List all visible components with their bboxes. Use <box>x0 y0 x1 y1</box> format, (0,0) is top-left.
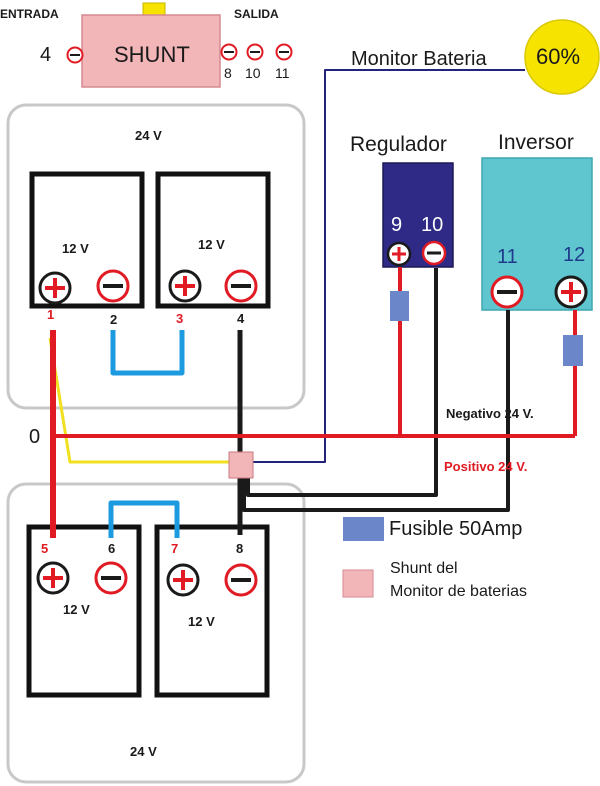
bridge-wire-top <box>110 330 185 376</box>
wiring <box>48 69 577 538</box>
monitor-label: Monitor Bateria <box>351 48 487 70</box>
negative-wire-inversor <box>242 310 510 512</box>
shunt-body <box>81 14 221 88</box>
battery-4-neg-number: 8 <box>236 541 244 556</box>
battery-2-pos-number: 3 <box>176 311 184 326</box>
shunt-title: SHUNT <box>114 42 190 67</box>
monitor-display <box>524 19 600 95</box>
shunt-entrada-label: ENTRADA <box>0 7 59 21</box>
shunt-output-terminal-8-number: 8 <box>224 65 232 81</box>
battery-1-pos-number: 1 <box>47 307 55 322</box>
fuse-inversor <box>563 335 583 366</box>
shunt-output-terminal-10-number: 10 <box>245 65 261 81</box>
inversor-terminal-12-number: 12 <box>563 244 586 266</box>
battery-1-positive-terminal-icon <box>38 271 72 305</box>
battery-3-positive-terminal-icon <box>36 561 70 595</box>
battery-3-body <box>26 524 142 698</box>
inversor-terminal-11-number: 11 <box>497 246 518 268</box>
fuse-regulador <box>390 291 409 321</box>
shunt-input-terminal-icon <box>66 46 84 64</box>
battery-1-voltage: 12 V <box>62 241 89 256</box>
shunt-input-terminal-number: 4 <box>40 44 52 66</box>
legend-shunt-label-line2: Monitor de baterias <box>390 583 527 600</box>
battery-3-negative-terminal-icon <box>94 561 128 595</box>
shunt-salida-label: SALIDA <box>234 7 279 21</box>
inversor-label: Inversor <box>498 131 574 154</box>
monitor-percent: 60% <box>536 44 581 69</box>
legend-fuse-swatch <box>343 517 384 541</box>
bank-top-voltage: 24 V <box>135 128 162 143</box>
battery-3-neg-number: 6 <box>108 541 116 556</box>
battery-monitor-shunt <box>228 451 254 479</box>
shunt-output-terminal-10-icon <box>246 43 264 61</box>
shunt-output-terminal-11-icon <box>275 43 293 61</box>
legend-shunt-swatch <box>342 569 374 598</box>
negativo-label: Negativo 24 V. <box>446 406 534 421</box>
negative-wire-regulador <box>246 268 438 497</box>
battery-4-positive-terminal-icon <box>166 563 200 597</box>
shunt-output-terminal-8-icon <box>220 43 238 61</box>
battery-4-body <box>154 524 270 698</box>
zero-label: 0 <box>29 426 41 448</box>
battery-1-neg-number: 2 <box>110 312 118 327</box>
battery-4-negative-terminal-icon <box>224 563 258 597</box>
battery-3-pos-number: 5 <box>41 541 49 556</box>
regulador-terminal-10-number: 10 <box>421 214 444 236</box>
regulador-positive-terminal-icon <box>386 241 412 267</box>
battery-2-positive-terminal-icon <box>168 269 202 303</box>
bank-bottom-voltage: 24 V <box>130 744 157 759</box>
inversor-negative-terminal-icon <box>490 275 524 309</box>
regulador-negative-terminal-icon <box>421 240 447 266</box>
legend-shunt-label-line1: Shunt del <box>390 560 458 577</box>
positivo-label: Positivo 24 V. <box>444 459 528 474</box>
battery-3-voltage: 12 V <box>63 602 90 617</box>
battery-4-pos-number: 7 <box>171 541 179 556</box>
monitor-sense-wire <box>245 69 525 463</box>
inversor-positive-terminal-icon <box>554 275 588 309</box>
bridge-wire-bottom <box>108 500 180 538</box>
battery-2-negative-terminal-icon <box>224 269 258 303</box>
regulador-terminal-9-number: 9 <box>391 214 403 236</box>
shunt-output-terminal-11-number: 11 <box>275 65 290 81</box>
battery-4-voltage: 12 V <box>188 614 215 629</box>
regulador-label: Regulador <box>350 133 447 156</box>
legend-fuse-label: Fusible 50Amp <box>389 518 523 540</box>
yellow-sense-wire <box>48 337 235 464</box>
battery-2-voltage: 12 V <box>198 237 225 252</box>
battery-1-negative-terminal-icon <box>96 269 130 303</box>
battery-2-neg-number: 4 <box>237 311 245 326</box>
